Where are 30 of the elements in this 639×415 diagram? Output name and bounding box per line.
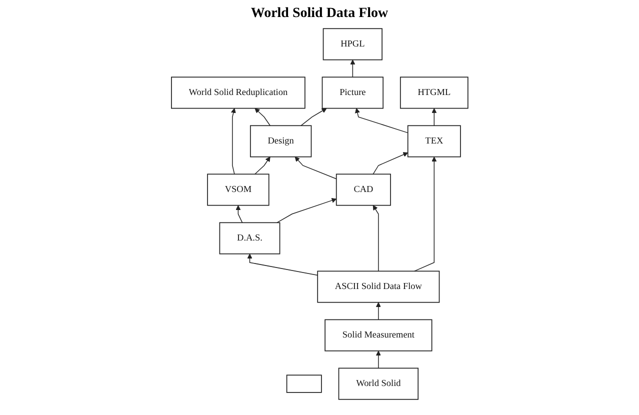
node-box: VSOM (206, 174, 270, 206)
arrow (300, 108, 327, 126)
node-box: World Solid Reduplication (170, 76, 306, 109)
node-box: D.A.S. (219, 222, 280, 254)
node-box: HTGML (400, 76, 468, 109)
arrow (254, 156, 270, 175)
arrow (376, 302, 381, 320)
node-box (286, 374, 322, 393)
arrow (414, 156, 437, 272)
arrow (372, 152, 408, 175)
arrow (235, 205, 242, 224)
node-box: Design (250, 125, 312, 158)
node-box: Solid Measurement (324, 319, 432, 352)
arrow (276, 198, 336, 224)
arrow (254, 108, 270, 126)
arrow (294, 156, 337, 180)
arrow (372, 205, 379, 272)
arrow (350, 60, 356, 78)
node-box: World Solid (338, 368, 418, 400)
arrow (376, 350, 381, 369)
node-box: Picture (322, 76, 384, 109)
arrow (431, 108, 437, 126)
arrow (354, 108, 408, 134)
node-box: ASCII Solid Data Flow (316, 270, 440, 303)
arrow (247, 254, 318, 276)
diagram-title: World Solid Data Flow (250, 6, 390, 22)
node-box: CAD (336, 174, 391, 206)
node-box: TEX (407, 125, 461, 158)
node-box: HPGL (322, 28, 382, 60)
arrow (230, 108, 236, 175)
